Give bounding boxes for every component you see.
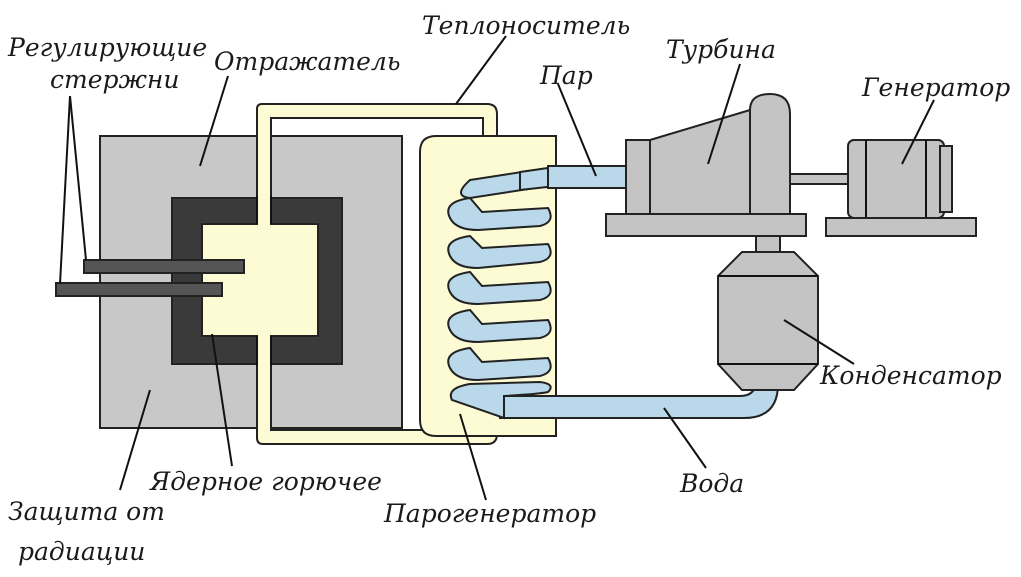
- label-control-rods-line1: Регулирующие: [7, 33, 207, 62]
- turbine: [649, 108, 751, 215]
- steam-generator-coil: [447, 166, 557, 420]
- nuclear-fuel: [201, 223, 319, 337]
- label-steam: Пар: [539, 61, 593, 90]
- shaft: [789, 173, 851, 185]
- label-condenser: Конденсатор: [819, 361, 1002, 390]
- condenser-neck: [755, 235, 781, 253]
- label-water: Вода: [679, 469, 744, 498]
- label-generator: Генератор: [861, 73, 1010, 102]
- label-nuclear-fuel: Ядерное горючее: [149, 467, 382, 496]
- label-turbine: Турбина: [666, 35, 776, 64]
- label-control-rods-line2: стержни: [50, 65, 180, 94]
- label-radiation-shield-line1: Защита от: [8, 497, 165, 526]
- turbine-base: [605, 213, 807, 237]
- label-reflector: Отражатель: [214, 47, 400, 76]
- turbine-inlet-housing: [625, 139, 651, 215]
- control-rod-lower: [55, 282, 223, 297]
- label-radiation-shield-line2: радиации: [18, 537, 145, 566]
- generator-body: [847, 139, 945, 219]
- coolant-inlet: [258, 196, 270, 226]
- label-steam-generator: Парогенератор: [383, 499, 596, 528]
- control-rod-upper: [83, 259, 245, 274]
- steam-pipe: [547, 165, 629, 189]
- leader-lines: [59, 35, 935, 501]
- generator-cap: [939, 145, 953, 213]
- coolant-outlet: [258, 334, 270, 366]
- turbine-exhaust: [749, 92, 791, 215]
- generator-base: [825, 217, 977, 237]
- label-coolant: Теплоноситель: [422, 11, 630, 40]
- condenser: [717, 251, 819, 391]
